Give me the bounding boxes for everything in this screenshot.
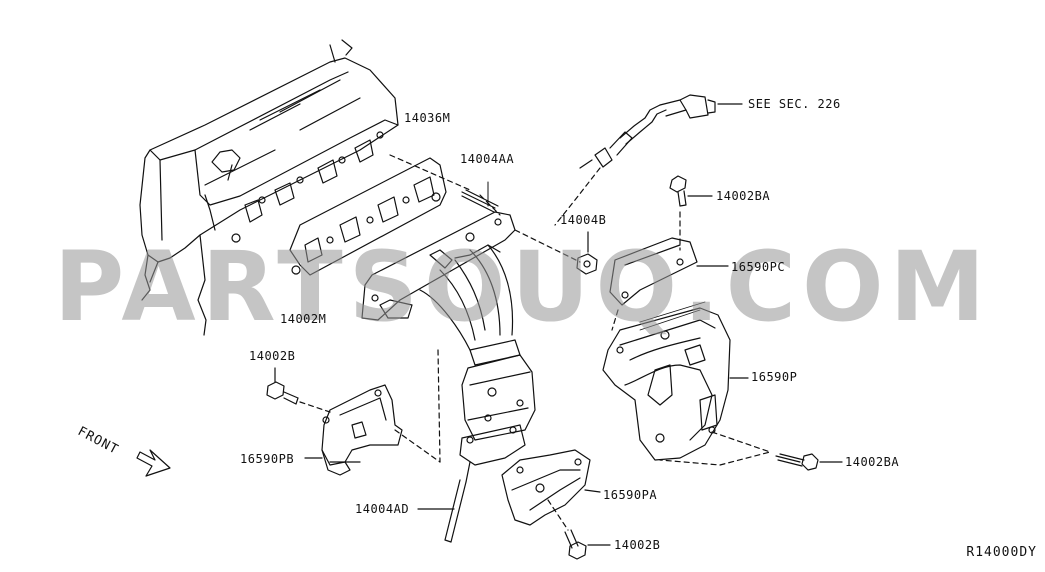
diagram-code: R14000DY	[966, 545, 1037, 560]
stud-14004AD-drawing	[417, 461, 471, 543]
front-arrow-icon	[136, 449, 171, 477]
bolt-14002BA-bottom-drawing	[775, 453, 843, 471]
oxygen-sensor-drawing	[554, 94, 743, 226]
heat-shield-16590PA-drawing	[501, 449, 601, 531]
bracket-16590PB-drawing	[304, 384, 441, 476]
callout-see-sec-226[interactable]: SEE SEC. 226	[748, 97, 841, 111]
callout-16590PA[interactable]: 16590PA	[603, 488, 658, 502]
callout-16590PB[interactable]: 16590PB	[240, 452, 295, 466]
callout-14036M[interactable]: 14036M	[404, 111, 451, 125]
manifold-gasket-drawing	[289, 157, 447, 276]
cylinder-head-drawing	[139, 39, 399, 336]
heat-shield-16590PC-drawing	[609, 237, 729, 306]
bolt-14002B-bottom-drawing	[564, 529, 611, 560]
bolt-14002B-left-drawing	[266, 367, 331, 413]
callout-14002M[interactable]: 14002M	[280, 312, 327, 326]
callout-16590P[interactable]: 16590P	[751, 370, 798, 384]
exhaust-manifold-body-drawing	[361, 154, 581, 466]
callout-14002B-left[interactable]: 14002B	[249, 349, 296, 363]
callout-14002BA-bottom[interactable]: 14002BA	[845, 455, 900, 469]
bolt-14002BA-top-drawing	[669, 175, 713, 251]
callout-14004AD[interactable]: 14004AD	[355, 502, 410, 516]
callout-14004AA[interactable]: 14004AA	[460, 152, 515, 166]
heat-shield-16590P-drawing	[602, 301, 771, 466]
callout-14002B-bottom[interactable]: 14002B	[614, 538, 661, 552]
callout-16590PC[interactable]: 16590PC	[731, 260, 786, 274]
callout-14002BA-top[interactable]: 14002BA	[716, 189, 771, 203]
nut-14004B-drawing	[576, 231, 598, 275]
stud-14004AA-drawing	[461, 181, 499, 213]
callout-14004B[interactable]: 14004B	[560, 213, 607, 227]
